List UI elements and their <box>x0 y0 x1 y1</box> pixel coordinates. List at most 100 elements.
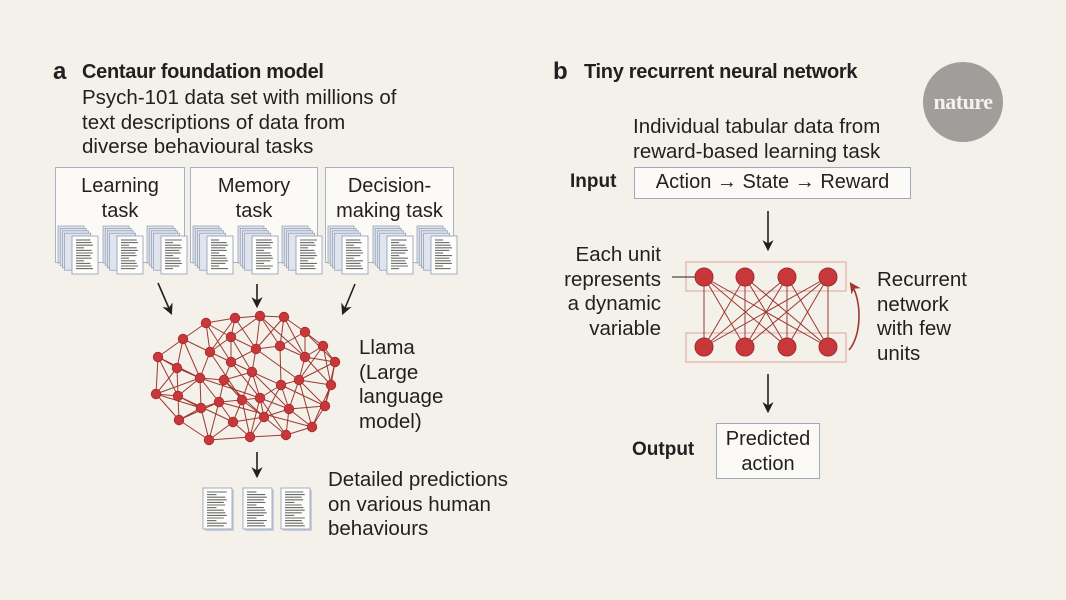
recurrent-loop-arrow <box>848 282 861 351</box>
rnn-unit <box>694 337 714 357</box>
network-edge <box>208 401 220 441</box>
document-icon <box>160 235 188 275</box>
rnn-bottom-layer-box <box>685 332 847 363</box>
task-label-line: Decision- <box>347 175 432 197</box>
network-node <box>250 343 262 355</box>
network-node <box>274 340 286 352</box>
annotation-line: represents <box>564 267 661 291</box>
description-line: diverse behavioural tasks <box>82 135 314 158</box>
network-edge <box>230 361 261 399</box>
task-label-line: task <box>235 199 273 222</box>
network-node <box>319 400 331 412</box>
rnn-unit <box>818 267 838 287</box>
network-edge <box>230 315 261 338</box>
network-node <box>177 333 189 345</box>
rnn-unit <box>777 267 797 287</box>
input-label: Input <box>570 171 617 192</box>
network-edge <box>251 371 290 410</box>
description-line: reward-based learning task <box>633 139 881 163</box>
annotation-line: variable <box>589 316 661 340</box>
task-label: Learning task <box>56 174 184 223</box>
task-label: Decision- making task <box>326 174 453 223</box>
output-label-line: behaviours <box>328 517 429 540</box>
rnn-connection <box>703 276 746 348</box>
llama-label-line: model) <box>359 409 422 433</box>
network-node <box>329 356 341 368</box>
document-stack <box>146 225 188 275</box>
network-node <box>306 421 318 433</box>
network-edge <box>178 419 210 441</box>
description-line: Psych-101 data set with millions of <box>82 86 397 109</box>
rnn-units <box>694 267 838 357</box>
network-node <box>227 416 239 428</box>
input-sequence-box: Action → State → Reward <box>634 167 911 199</box>
output-label: Output <box>632 439 695 460</box>
document-stack <box>102 225 144 275</box>
network-node <box>225 356 237 368</box>
rnn-edges <box>703 276 829 348</box>
llama-network <box>150 310 341 446</box>
document-icon <box>202 487 233 530</box>
network-node <box>293 374 305 386</box>
network-edge <box>298 379 332 386</box>
network-node <box>317 340 329 352</box>
network-edge <box>255 315 261 350</box>
rnn-connection <box>703 276 829 348</box>
network-edge <box>200 407 210 441</box>
document-stack <box>192 225 234 275</box>
arrow-decision-to-llama <box>341 283 356 316</box>
document-icon <box>430 235 458 275</box>
nature-logo: nature <box>923 62 1003 142</box>
network-edge <box>241 399 251 438</box>
input-item-action: Action <box>655 171 712 193</box>
document-stack <box>416 225 458 275</box>
input-item-state: State <box>742 171 790 193</box>
network-node <box>225 331 237 343</box>
network-node <box>218 374 230 386</box>
document-icon <box>116 235 144 275</box>
document-icon <box>295 235 323 275</box>
network-node <box>283 403 295 415</box>
annotation-line: Each unit <box>575 243 661 266</box>
document-icon <box>242 487 273 530</box>
network-node <box>173 414 185 426</box>
document-icon <box>71 235 99 275</box>
rnn-unit <box>735 337 755 357</box>
network-node <box>204 346 216 358</box>
document-page <box>160 235 188 275</box>
network-node <box>172 390 184 402</box>
network-edge <box>155 393 180 421</box>
task-label: Memory task <box>191 174 317 223</box>
network-node <box>200 317 212 329</box>
network-node <box>244 431 256 443</box>
description-line: text descriptions of data from <box>82 110 346 134</box>
arrow-learning-to-llama <box>157 282 173 316</box>
rnn-connection <box>703 276 788 348</box>
network-edge <box>155 367 178 395</box>
network-node <box>299 326 311 338</box>
network-edge <box>249 397 261 438</box>
network-edge <box>259 315 306 358</box>
llama-label-line: Llama <box>359 336 415 359</box>
document-icon <box>206 235 234 275</box>
network-edge <box>199 377 261 399</box>
predicted-action-box: Predicted action <box>716 423 820 479</box>
sequence-arrow-icon: → <box>716 171 737 193</box>
network-edge <box>255 316 285 350</box>
network-edge <box>279 345 282 386</box>
network-edge <box>304 356 332 386</box>
network-node <box>194 372 206 384</box>
network-edge <box>230 336 253 373</box>
document-stack <box>327 225 369 275</box>
llama-label-line: (Large <box>359 360 419 384</box>
network-edge <box>155 377 201 395</box>
output-line: Predicted <box>725 428 811 450</box>
network-node <box>325 379 337 391</box>
input-item-reward: Reward <box>820 171 890 193</box>
output-label-line: Detailed predictions <box>328 468 509 491</box>
input-arrows <box>157 282 356 316</box>
document-icon <box>341 235 369 275</box>
document-icon <box>386 235 414 275</box>
network-node <box>150 388 162 400</box>
